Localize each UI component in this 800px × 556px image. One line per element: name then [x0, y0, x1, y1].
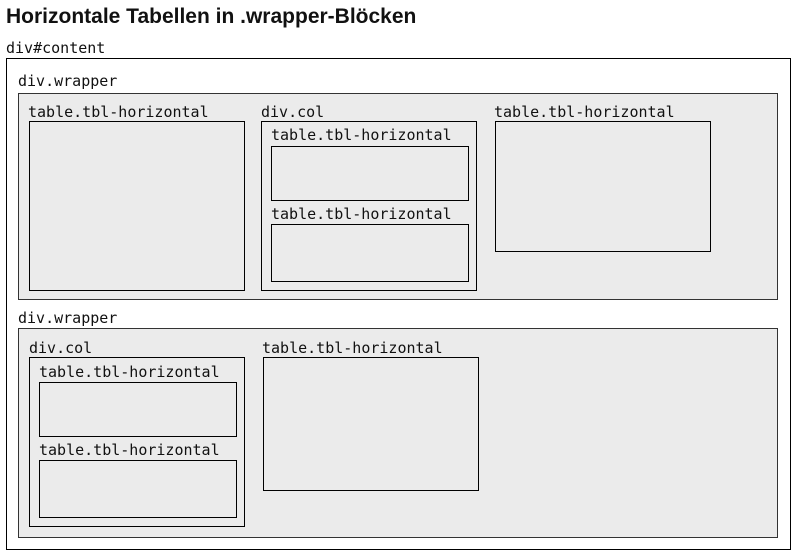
- w1-col-table-1-box: [271, 146, 469, 201]
- w1-table-left-box: [29, 121, 245, 291]
- w2-col-table-1-label: table.tbl-horizontal: [39, 363, 220, 381]
- wrapper-1-label: div.wrapper: [18, 72, 118, 90]
- wrapper-2-label: div.wrapper: [18, 309, 118, 327]
- w1-col-table-1-label: table.tbl-horizontal: [271, 126, 452, 144]
- w1-col-table-2-label: table.tbl-horizontal: [271, 205, 452, 223]
- w2-col-label: div.col: [29, 339, 93, 357]
- w2-table-mid-label: table.tbl-horizontal: [262, 339, 443, 357]
- w2-col-table-2-label: table.tbl-horizontal: [39, 441, 220, 459]
- w2-col-table-2-box: [39, 460, 237, 518]
- w1-col-label: div.col: [261, 103, 325, 121]
- content-label: div#content: [6, 39, 106, 57]
- w2-table-mid-box: [263, 357, 479, 491]
- w1-table-right-label: table.tbl-horizontal: [494, 103, 675, 121]
- w2-col-table-1-box: [39, 382, 237, 437]
- w1-col-table-2-box: [271, 224, 469, 282]
- w1-table-left-label: table.tbl-horizontal: [28, 103, 209, 121]
- w1-table-right-box: [495, 121, 711, 252]
- page-title: Horizontale Tabellen in .wrapper-Blöcken: [6, 5, 417, 28]
